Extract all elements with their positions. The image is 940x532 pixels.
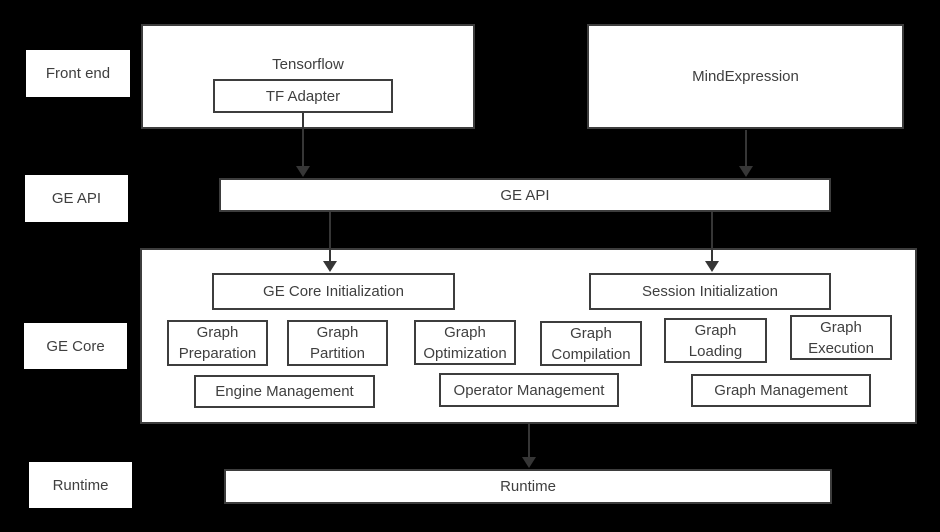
- layer-label-front-end: Front end: [26, 50, 130, 97]
- node-tf-adapter: TF Adapter: [213, 79, 393, 113]
- arrow-mindexpression-to-ge-api: [739, 130, 753, 177]
- node-graph-loading: Graph Loading: [664, 318, 767, 363]
- arrow-shaft: [745, 130, 747, 167]
- node-graph-management: Graph Management: [691, 374, 871, 407]
- node-engine-management: Engine Management: [194, 375, 375, 408]
- layer-label-ge-core: GE Core: [24, 323, 127, 369]
- node-operator-management: Operator Management: [439, 373, 619, 407]
- arrow-ge-api-to-session-init: [705, 212, 719, 272]
- arrow-ge-core-to-runtime: [522, 424, 536, 468]
- node-graph-execution: Graph Execution: [790, 315, 892, 360]
- arrow-head: [739, 166, 753, 177]
- node-graph-optimization: Graph Optimization: [414, 320, 516, 365]
- node-ge-core-container: GE Core Initialization Session Initializ…: [140, 248, 917, 424]
- arrow-head: [296, 166, 310, 177]
- node-tensorflow: Tensorflow TF Adapter: [141, 24, 475, 129]
- arrow-shaft: [302, 113, 304, 167]
- arrow-head: [323, 261, 337, 272]
- node-ge-core-initialization: GE Core Initialization: [212, 273, 455, 310]
- tensorflow-label: Tensorflow: [272, 56, 344, 73]
- node-graph-preparation: Graph Preparation: [167, 320, 268, 366]
- arrow-shaft: [528, 424, 530, 458]
- arrow-shaft: [329, 212, 331, 262]
- node-session-initialization: Session Initialization: [589, 273, 831, 310]
- arrow-head: [522, 457, 536, 468]
- arrow-tf-adapter-to-ge-api: [296, 113, 310, 177]
- arrow-head: [705, 261, 719, 272]
- node-runtime-bar: Runtime: [224, 469, 832, 504]
- layer-label-ge-api: GE API: [25, 175, 128, 222]
- node-mindexpression: MindExpression: [587, 24, 904, 129]
- node-ge-api-bar: GE API: [219, 178, 831, 212]
- layer-label-runtime: Runtime: [29, 462, 132, 508]
- node-graph-compilation: Graph Compilation: [540, 321, 642, 366]
- arrow-ge-api-to-ge-core-init: [323, 212, 337, 272]
- node-graph-partition: Graph Partition: [287, 320, 388, 366]
- arrow-shaft: [711, 212, 713, 262]
